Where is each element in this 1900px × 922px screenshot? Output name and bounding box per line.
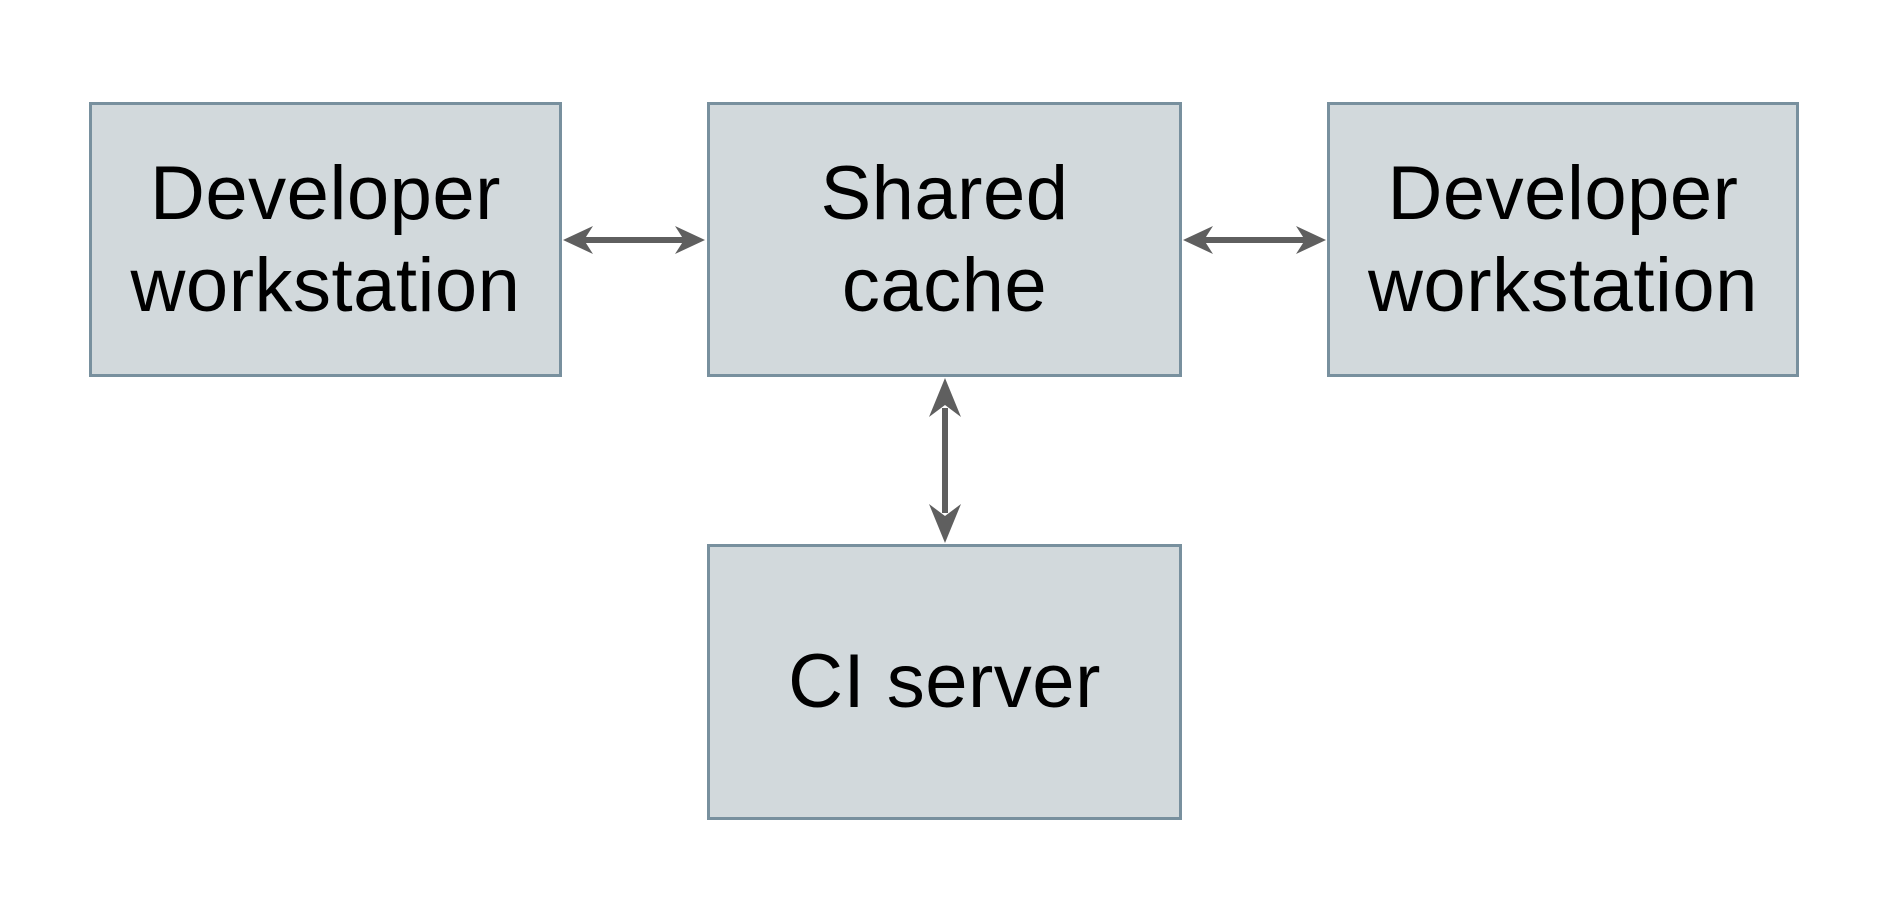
- bidirectional-arrow-left-icon: [563, 226, 705, 254]
- node-developer-workstation-right: Developer workstation: [1327, 102, 1799, 377]
- node-shared-cache: Shared cache: [707, 102, 1182, 377]
- bidirectional-arrow-right-icon: [1183, 226, 1326, 254]
- node-ci-server: CI server: [707, 544, 1182, 820]
- node-label: Developer workstation: [1368, 151, 1758, 328]
- bidirectional-arrow-vertical-icon: [929, 378, 961, 543]
- node-label: Developer workstation: [130, 151, 521, 328]
- node-label: CI server: [788, 639, 1101, 725]
- node-label: Shared cache: [820, 151, 1069, 328]
- node-developer-workstation-left: Developer workstation: [89, 102, 562, 377]
